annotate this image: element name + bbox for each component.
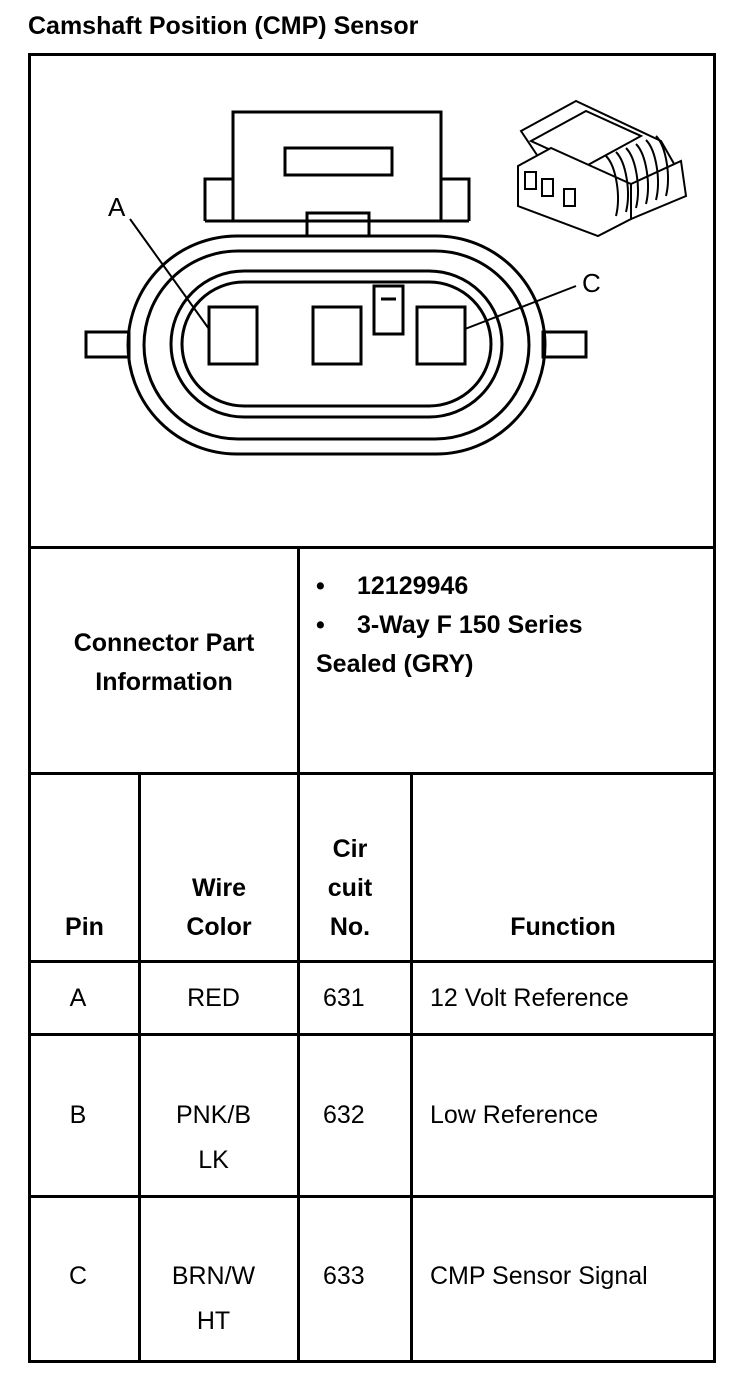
header-wire-color-line: Color <box>186 913 252 941</box>
connector-description: 3-Way F 150 Series <box>357 611 583 639</box>
header-pin-line: Pin <box>65 913 104 941</box>
pin-cell: B <box>69 1101 87 1129</box>
connector-info-label-line: Information <box>95 668 233 696</box>
header-function: Function <box>413 908 713 947</box>
list-item: • 3-Way F 150 Series <box>316 606 583 645</box>
header-circuit-no-line: No. <box>329 913 371 941</box>
function-cell: CMP Sensor Signal <box>430 1262 648 1290</box>
wire-color-cell: BRN/W HT <box>141 1254 286 1344</box>
function-cell: Low Reference <box>430 1101 599 1129</box>
header-circuit-no: Cir cuit No. <box>300 830 400 947</box>
wire-color-cell: PNK/B LK <box>141 1093 286 1183</box>
connector-info-label-line: Connector Part <box>73 629 255 657</box>
header-function-line: Function <box>510 913 616 941</box>
connector-description-continuation: Sealed (GRY) <box>316 650 474 678</box>
wire-color-line: PNK/B <box>175 1101 252 1129</box>
bullet-icon: • <box>316 611 325 639</box>
connector-info-label: Connector Part Information <box>31 624 297 702</box>
pin-cell: C <box>68 1262 88 1290</box>
page-title: Camshaft Position (CMP) Sensor <box>28 12 419 40</box>
pin-label-c: C <box>582 268 601 298</box>
part-number: 12129946 <box>357 572 469 600</box>
circuit-cell: 632 <box>323 1101 365 1129</box>
divider <box>28 772 716 775</box>
wire-color-line: BRN/W <box>171 1262 256 1290</box>
header-wire-color-line: Wire <box>192 874 246 902</box>
list-item: • 12129946 <box>316 567 583 606</box>
header-pin: Pin <box>31 908 138 947</box>
wire-color-line: HT <box>196 1307 231 1335</box>
connector-diagram: A C <box>84 99 688 456</box>
wire-color-line: RED <box>187 984 240 1012</box>
divider <box>410 772 413 1363</box>
circuit-cell: 631 <box>323 984 365 1012</box>
bullet-icon: • <box>316 572 325 600</box>
divider <box>138 772 141 1363</box>
wire-color-line: LK <box>198 1146 229 1174</box>
connector-table-frame <box>28 53 716 1363</box>
connector-info-bullets: • 12129946 • 3-Way F 150 Series Sealed (… <box>316 567 583 684</box>
function-cell: 12 Volt Reference <box>430 984 629 1012</box>
divider <box>28 960 716 963</box>
header-circuit-no-line: Cir <box>332 835 368 863</box>
divider <box>28 1195 716 1198</box>
header-wire-color: Wire Color <box>141 869 297 947</box>
circuit-cell: 633 <box>323 1262 365 1290</box>
divider <box>28 546 716 549</box>
wire-color-cell: RED <box>141 979 286 1018</box>
header-circuit-no-line: cuit <box>327 874 373 902</box>
pin-label-a: A <box>108 192 126 222</box>
pin-cell: A <box>69 984 87 1012</box>
divider <box>297 546 300 1363</box>
divider <box>28 1033 716 1036</box>
